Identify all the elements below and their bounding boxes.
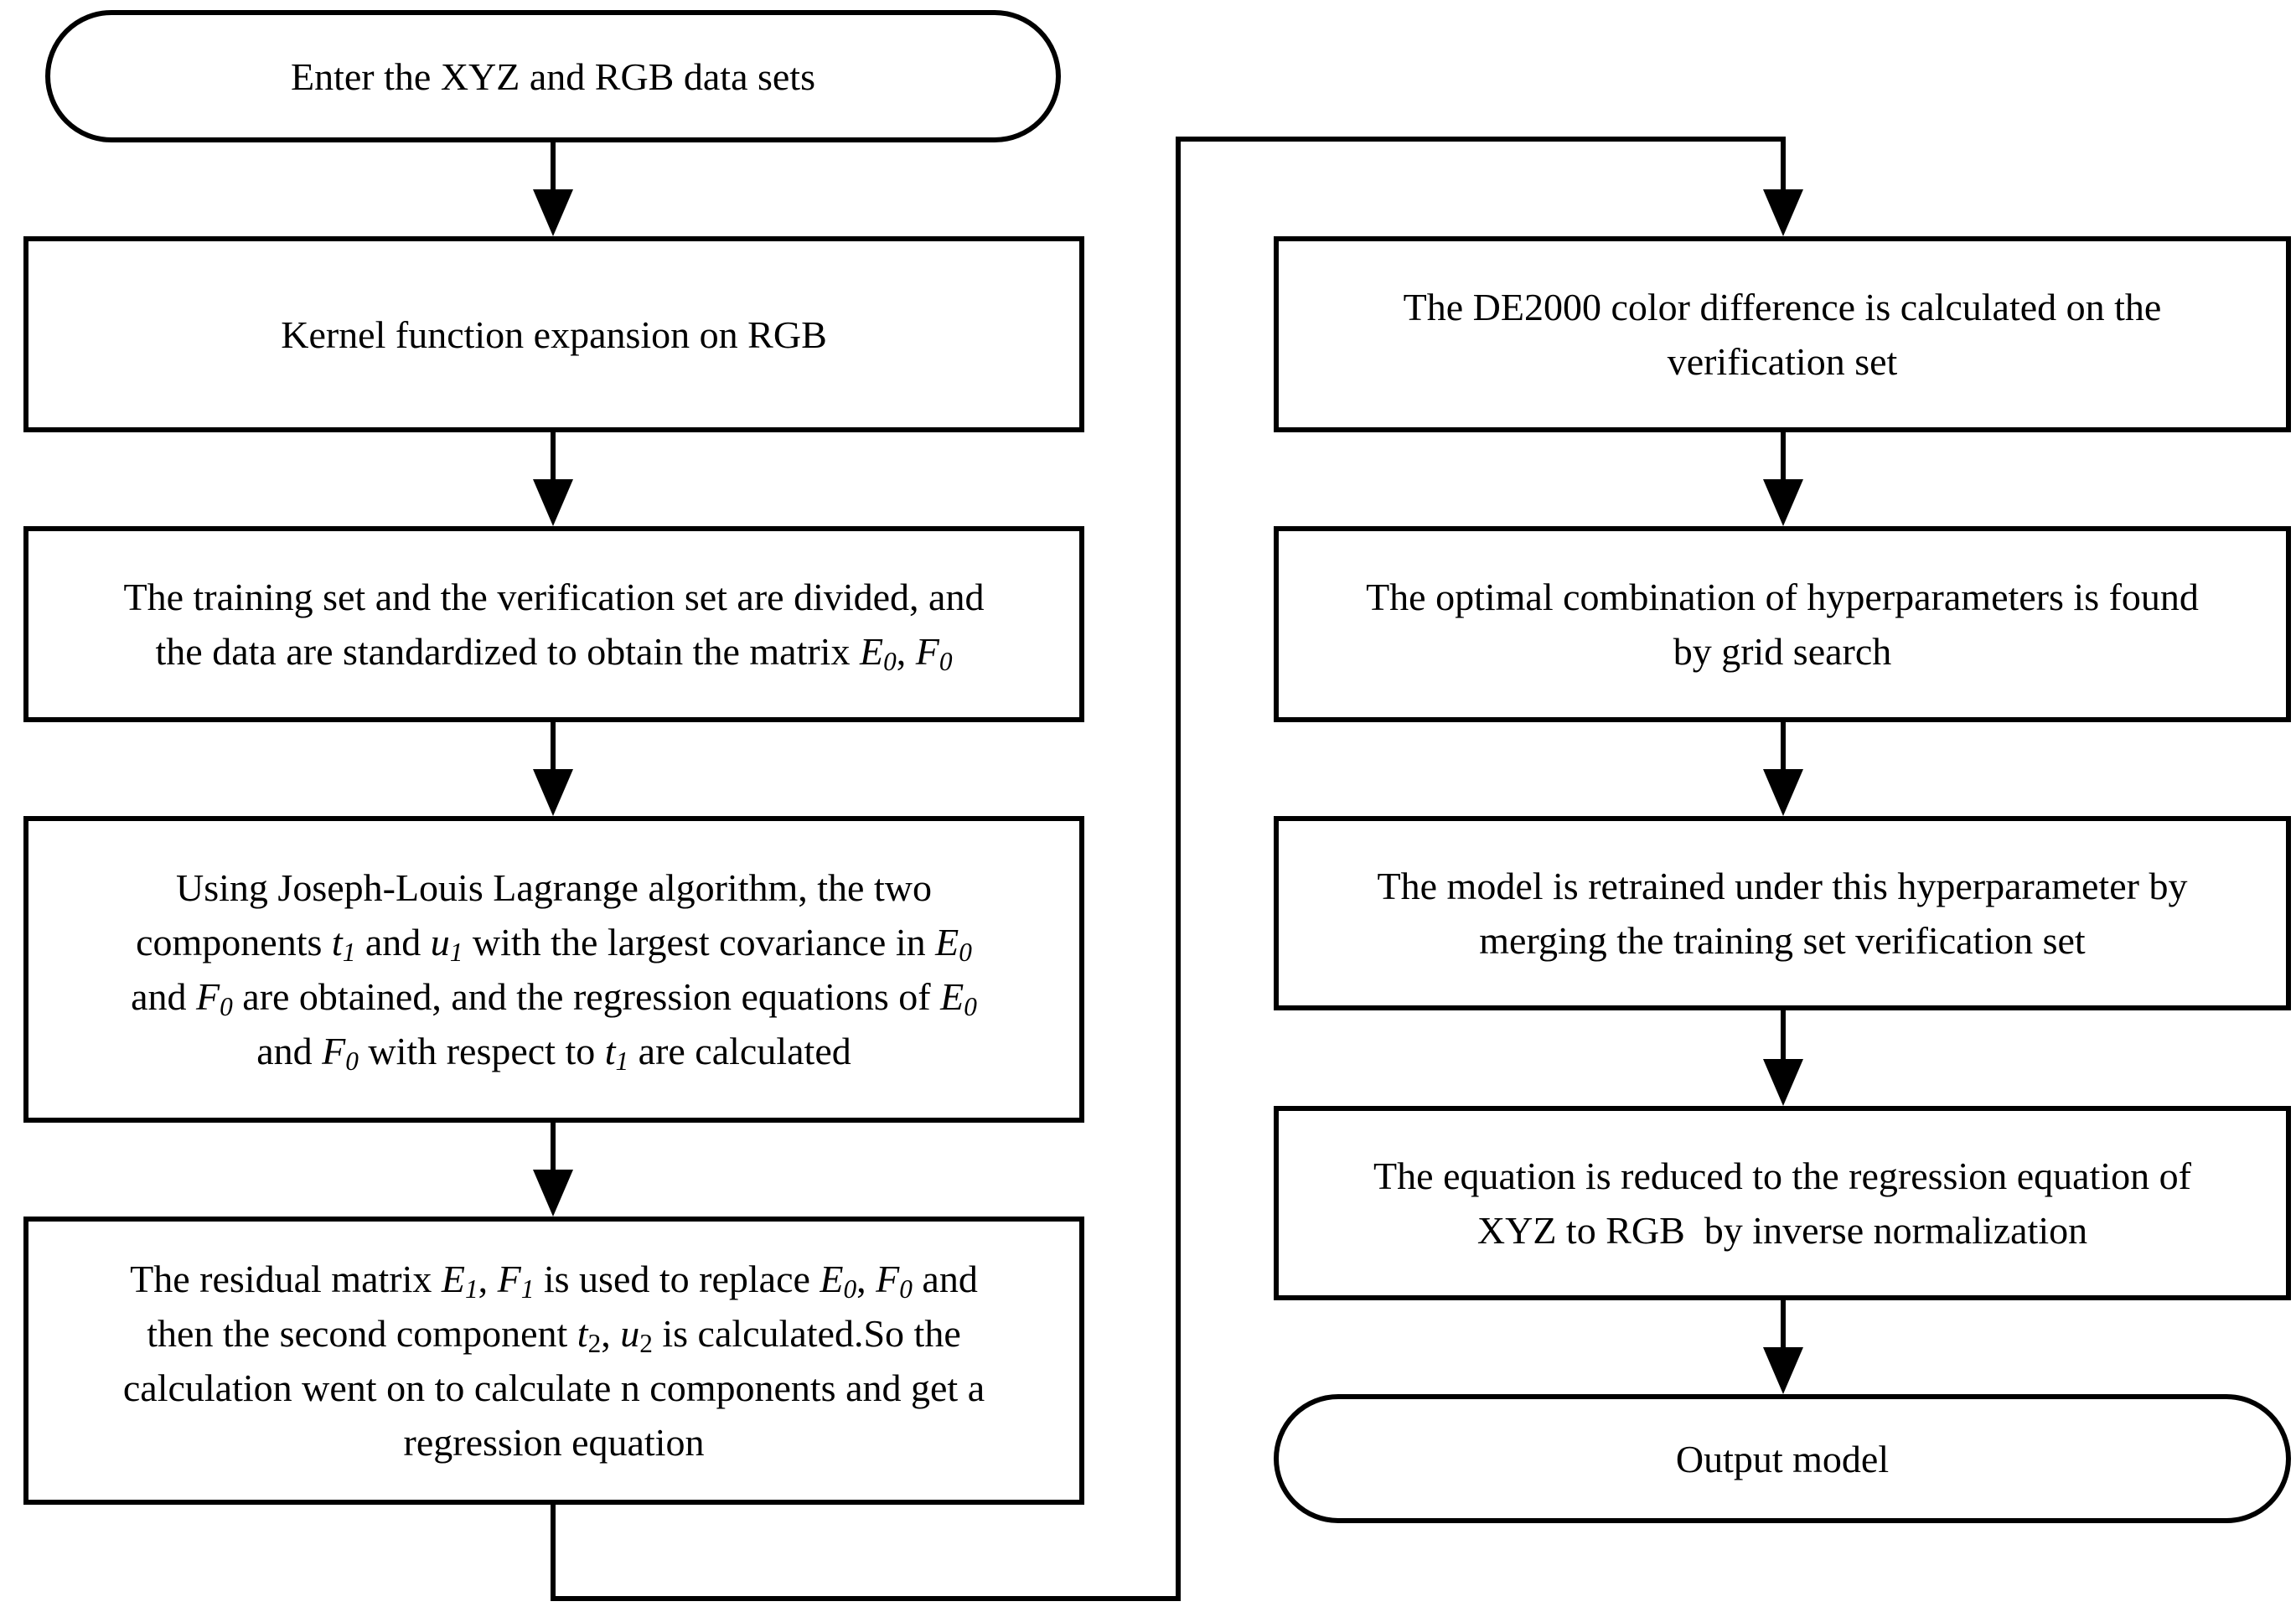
arrowhead-2 (533, 479, 573, 526)
arrowhead-4 (533, 1170, 573, 1217)
grid-text: The optimal combination of hyperparamete… (1366, 576, 2199, 673)
arrowhead-9 (1763, 1347, 1803, 1394)
kernel-label: Kernel function expansion on RGB (281, 313, 827, 356)
inverse-normalization-box: The equation is reduced to the regressio… (1274, 1106, 2291, 1300)
residual-box: The residual matrix E1, F1 is used to re… (23, 1217, 1084, 1505)
grid-search-box: The optimal combination of hyperparamete… (1274, 526, 2291, 722)
arrowhead-7 (1763, 769, 1803, 816)
connector-residual-to-de2000 (551, 137, 1786, 1601)
reduce-text: The equation is reduced to the regressio… (1373, 1155, 2191, 1252)
kernel-expansion-box: Kernel function expansion on RGB (23, 236, 1084, 432)
divide-text: The training set and the verification se… (123, 576, 985, 676)
arrowhead-1 (533, 189, 573, 236)
start-terminal: Enter the XYZ and RGB data sets (45, 10, 1061, 142)
start-label: Enter the XYZ and RGB data sets (291, 54, 815, 98)
de2000-box: The DE2000 color difference is calculate… (1274, 236, 2291, 432)
arrowhead-6 (1763, 479, 1803, 526)
residual-text: The residual matrix E1, F1 is used to re… (122, 1258, 985, 1464)
de2000-text: The DE2000 color difference is calculate… (1403, 286, 2162, 383)
lagrange-text: Using Joseph-Louis Lagrange algorithm, t… (131, 866, 977, 1076)
divide-standardize-box: The training set and the verification se… (23, 526, 1084, 722)
end-terminal: Output model (1274, 1394, 2291, 1523)
arrowhead-5 (1763, 189, 1803, 236)
retrain-text: The model is retrained under this hyperp… (1377, 865, 2188, 962)
end-label: Output model (1675, 1437, 1890, 1480)
retrain-box: The model is retrained under this hyperp… (1274, 816, 2291, 1010)
arrowhead-8 (1763, 1059, 1803, 1106)
lagrange-box: Using Joseph-Louis Lagrange algorithm, t… (23, 816, 1084, 1123)
arrowhead-3 (533, 769, 573, 816)
